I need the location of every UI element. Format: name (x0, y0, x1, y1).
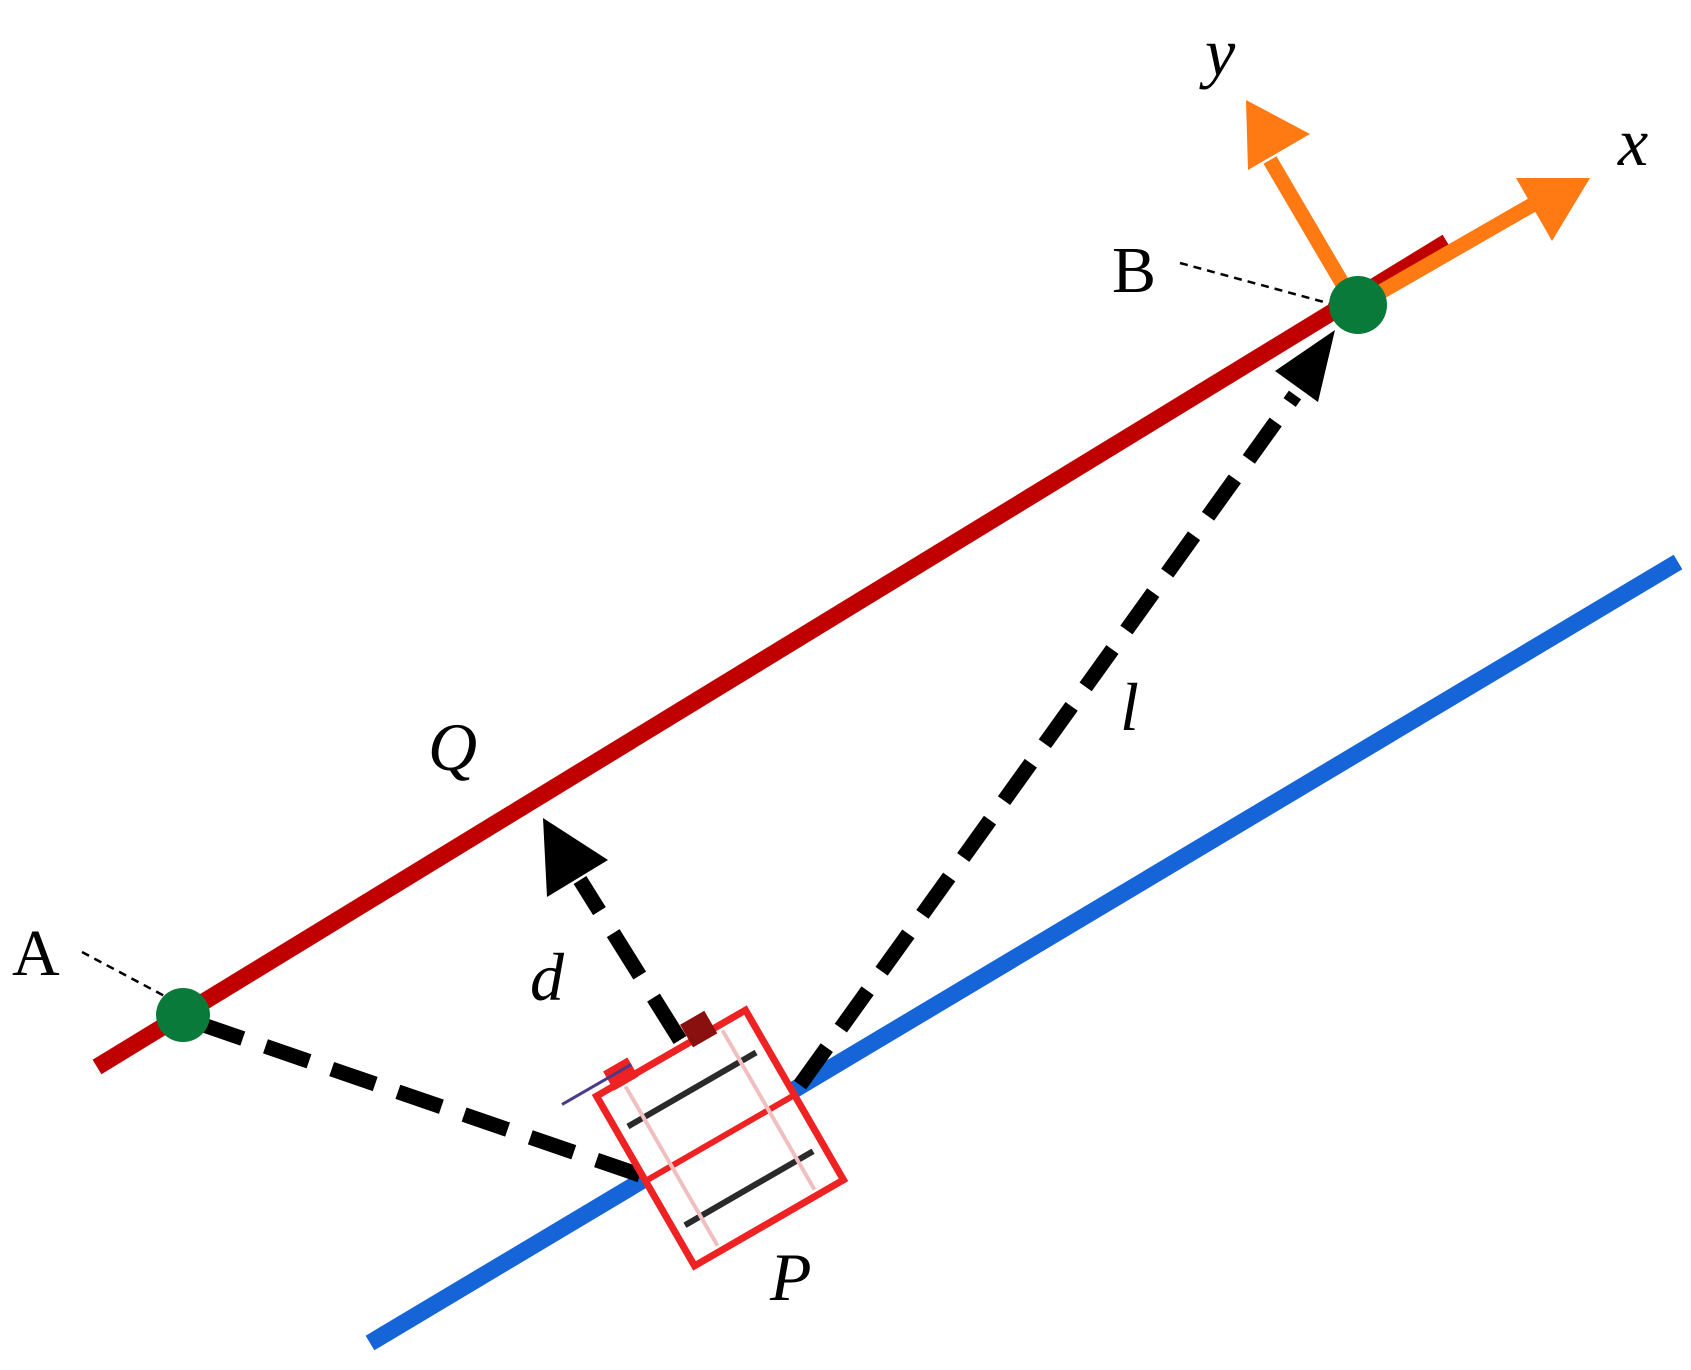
axis-label-y: y (1199, 14, 1236, 90)
vector-d-shaft (573, 876, 687, 1044)
line-label-q: Q (428, 709, 477, 785)
robot-strut-right (720, 1029, 817, 1191)
target-line-ab (92, 234, 1452, 1075)
leader-line-b (1179, 261, 1336, 307)
point-label-a: A (12, 917, 60, 990)
robot-axle-top (626, 1049, 758, 1130)
vector-d-arrowhead (543, 818, 608, 897)
robot-path-line (365, 554, 1683, 1351)
leader-line-a (81, 950, 173, 1002)
y-axis-arrowhead (1246, 100, 1310, 170)
axis-label-x: x (1617, 104, 1648, 180)
robot-p (561, 1005, 849, 1271)
robot-label-p: P (769, 1239, 812, 1315)
vector-l-shaft (793, 390, 1302, 1090)
point-label-b: B (1112, 234, 1156, 307)
x-axis-arrow-shaft (1354, 198, 1536, 312)
x-axis-arrowhead (1516, 178, 1590, 241)
robot-axle-bottom (683, 1148, 815, 1228)
robot-antenna (561, 1063, 633, 1106)
waypoint-b (1329, 276, 1387, 334)
robot-camera (680, 1010, 718, 1048)
vector-pa (180, 1010, 643, 1183)
vector-label-d: d (530, 939, 565, 1015)
robot-strut-left (623, 1085, 720, 1247)
coordinate-frame (1246, 100, 1590, 312)
waypoint-a (156, 988, 210, 1042)
y-axis-arrow-shaft (1263, 156, 1362, 309)
vector-label-l: l (1120, 669, 1139, 745)
vector-l-arrowhead (1275, 330, 1335, 402)
